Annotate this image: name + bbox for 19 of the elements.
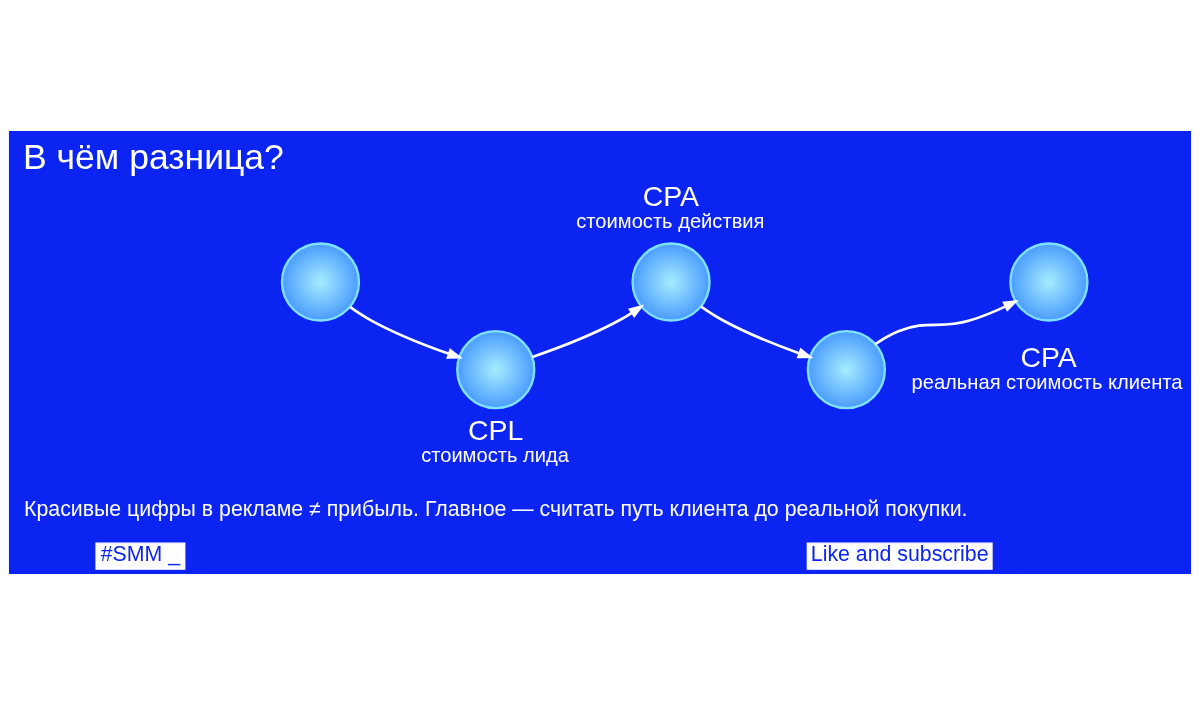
arrow (349, 305, 463, 359)
node-picture (456, 329, 536, 409)
node-label: CPA (1020, 340, 1077, 373)
label: Красивые цифры в рекламе ≠ прибыль. Главное — считать путь клиента до реальной покупки. (24, 496, 968, 521)
node-label: CPL (467, 413, 524, 446)
diagram-title: В чём разница? (23, 136, 284, 177)
node-label: стоимость лида (421, 443, 569, 466)
node-picture (1009, 241, 1089, 322)
arrow (700, 305, 814, 358)
label: Like and subscribe (810, 541, 989, 566)
node-picture (631, 241, 711, 322)
arrow (531, 303, 645, 358)
node-label: CPA (642, 179, 699, 212)
node-picture (280, 241, 361, 322)
node-picture (806, 329, 887, 409)
node-label: стоимость действия (576, 209, 765, 232)
label: #SMM _ (100, 541, 181, 566)
arrow (874, 299, 1019, 345)
node-label: реальная стоимость клиента (911, 370, 1183, 393)
